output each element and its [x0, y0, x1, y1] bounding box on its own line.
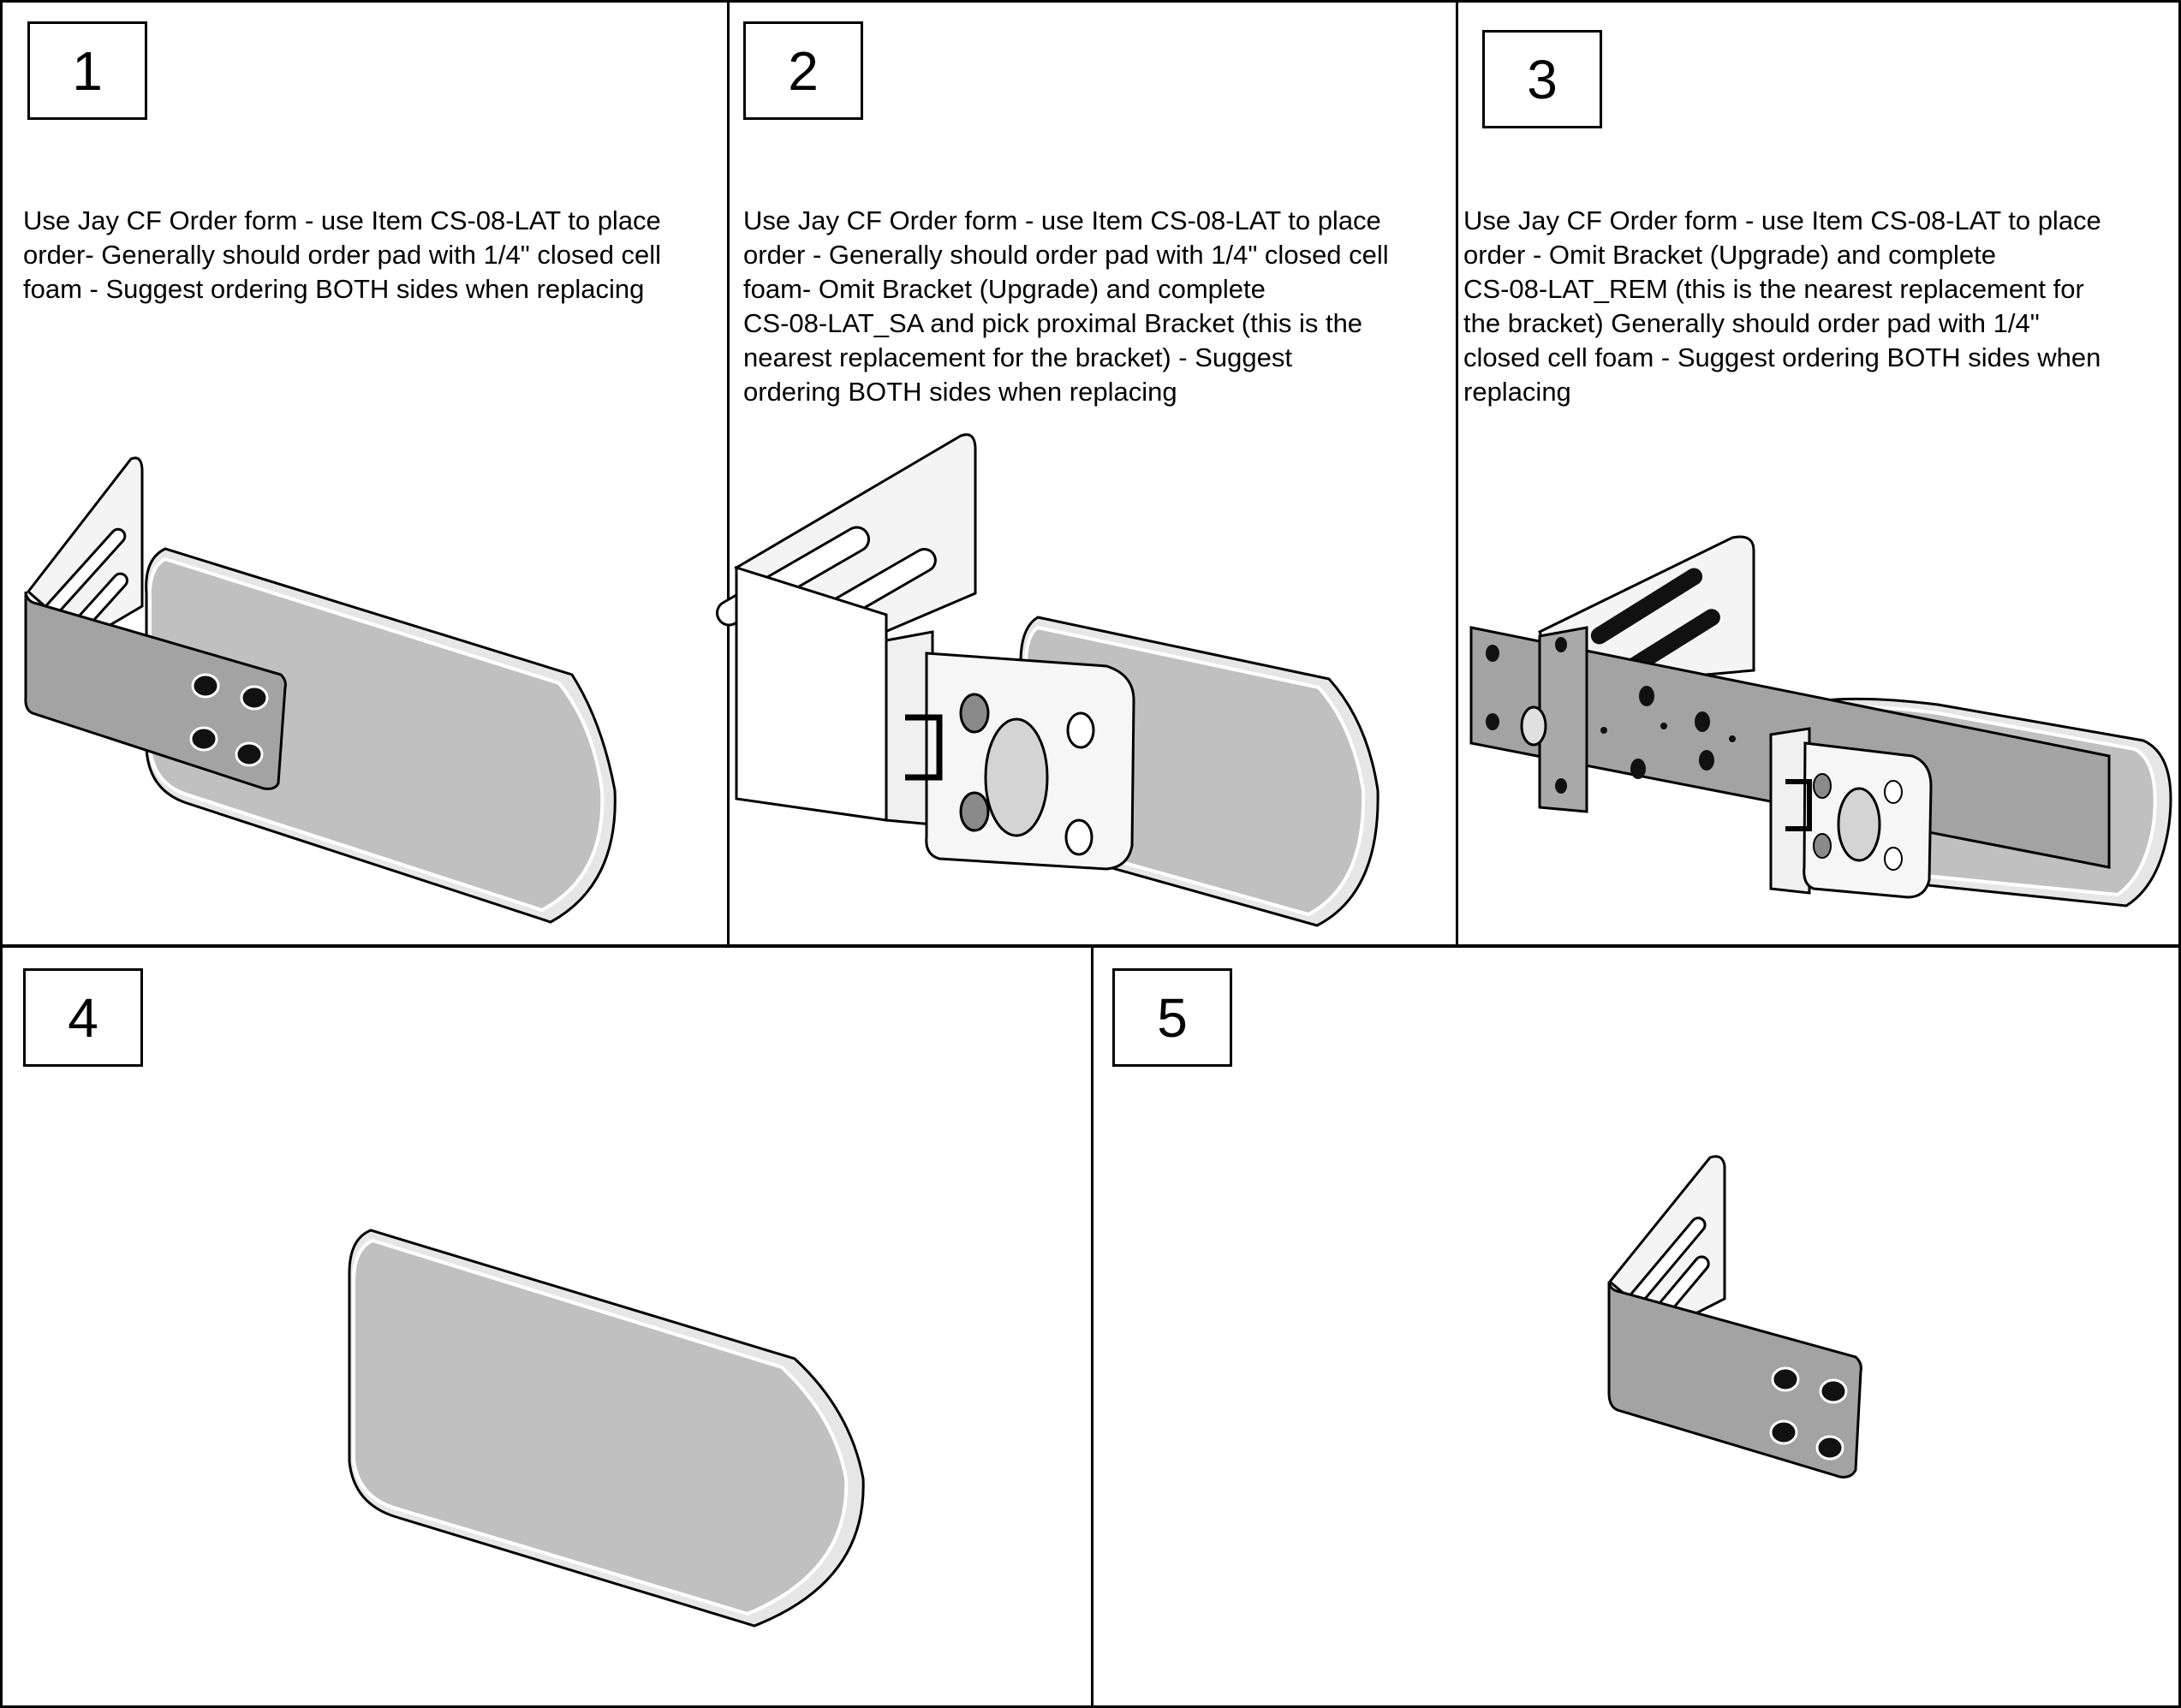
divider-4-5 [1091, 946, 1093, 1708]
panel-number: 4 [23, 968, 143, 1067]
panel-3: 3 Use Jay CF Order form - use Item CS-08… [1458, 3, 2178, 944]
bracket-only-illustration [1607, 1155, 1862, 1479]
panel-instructions: Use Jay CF Order form - use Item CS-08-L… [23, 205, 662, 304]
divider-1-2 [727, 3, 730, 944]
panel-4: 4 [3, 948, 1091, 1708]
row-divider [3, 944, 2178, 948]
pad-with-removable-hardware-illustration [1469, 535, 2172, 908]
panel-instructions: Use Jay CF Order form - use Item CS-08-L… [743, 205, 1389, 407]
panel-5: 5 [1093, 948, 2178, 1708]
panel-1: 1 Use Jay CF Order form - use Item CS-08… [3, 3, 727, 944]
panel-number: 5 [1112, 968, 1232, 1067]
panel-number: 1 [27, 21, 147, 120]
pad-with-swing-away-hardware-illustration [716, 433, 1380, 927]
panel-number: 2 [743, 21, 863, 120]
panel-number: 3 [1482, 30, 1602, 128]
pad-only-illustration [348, 1229, 865, 1628]
pad-with-bracket-illustration [24, 456, 617, 924]
divider-2-3 [1456, 3, 1458, 944]
panel-instructions: Use Jay CF Order form - use Item CS-08-L… [1463, 205, 2101, 407]
panel-2: 2 Use Jay CF Order form - use Item CS-08… [716, 3, 1456, 944]
